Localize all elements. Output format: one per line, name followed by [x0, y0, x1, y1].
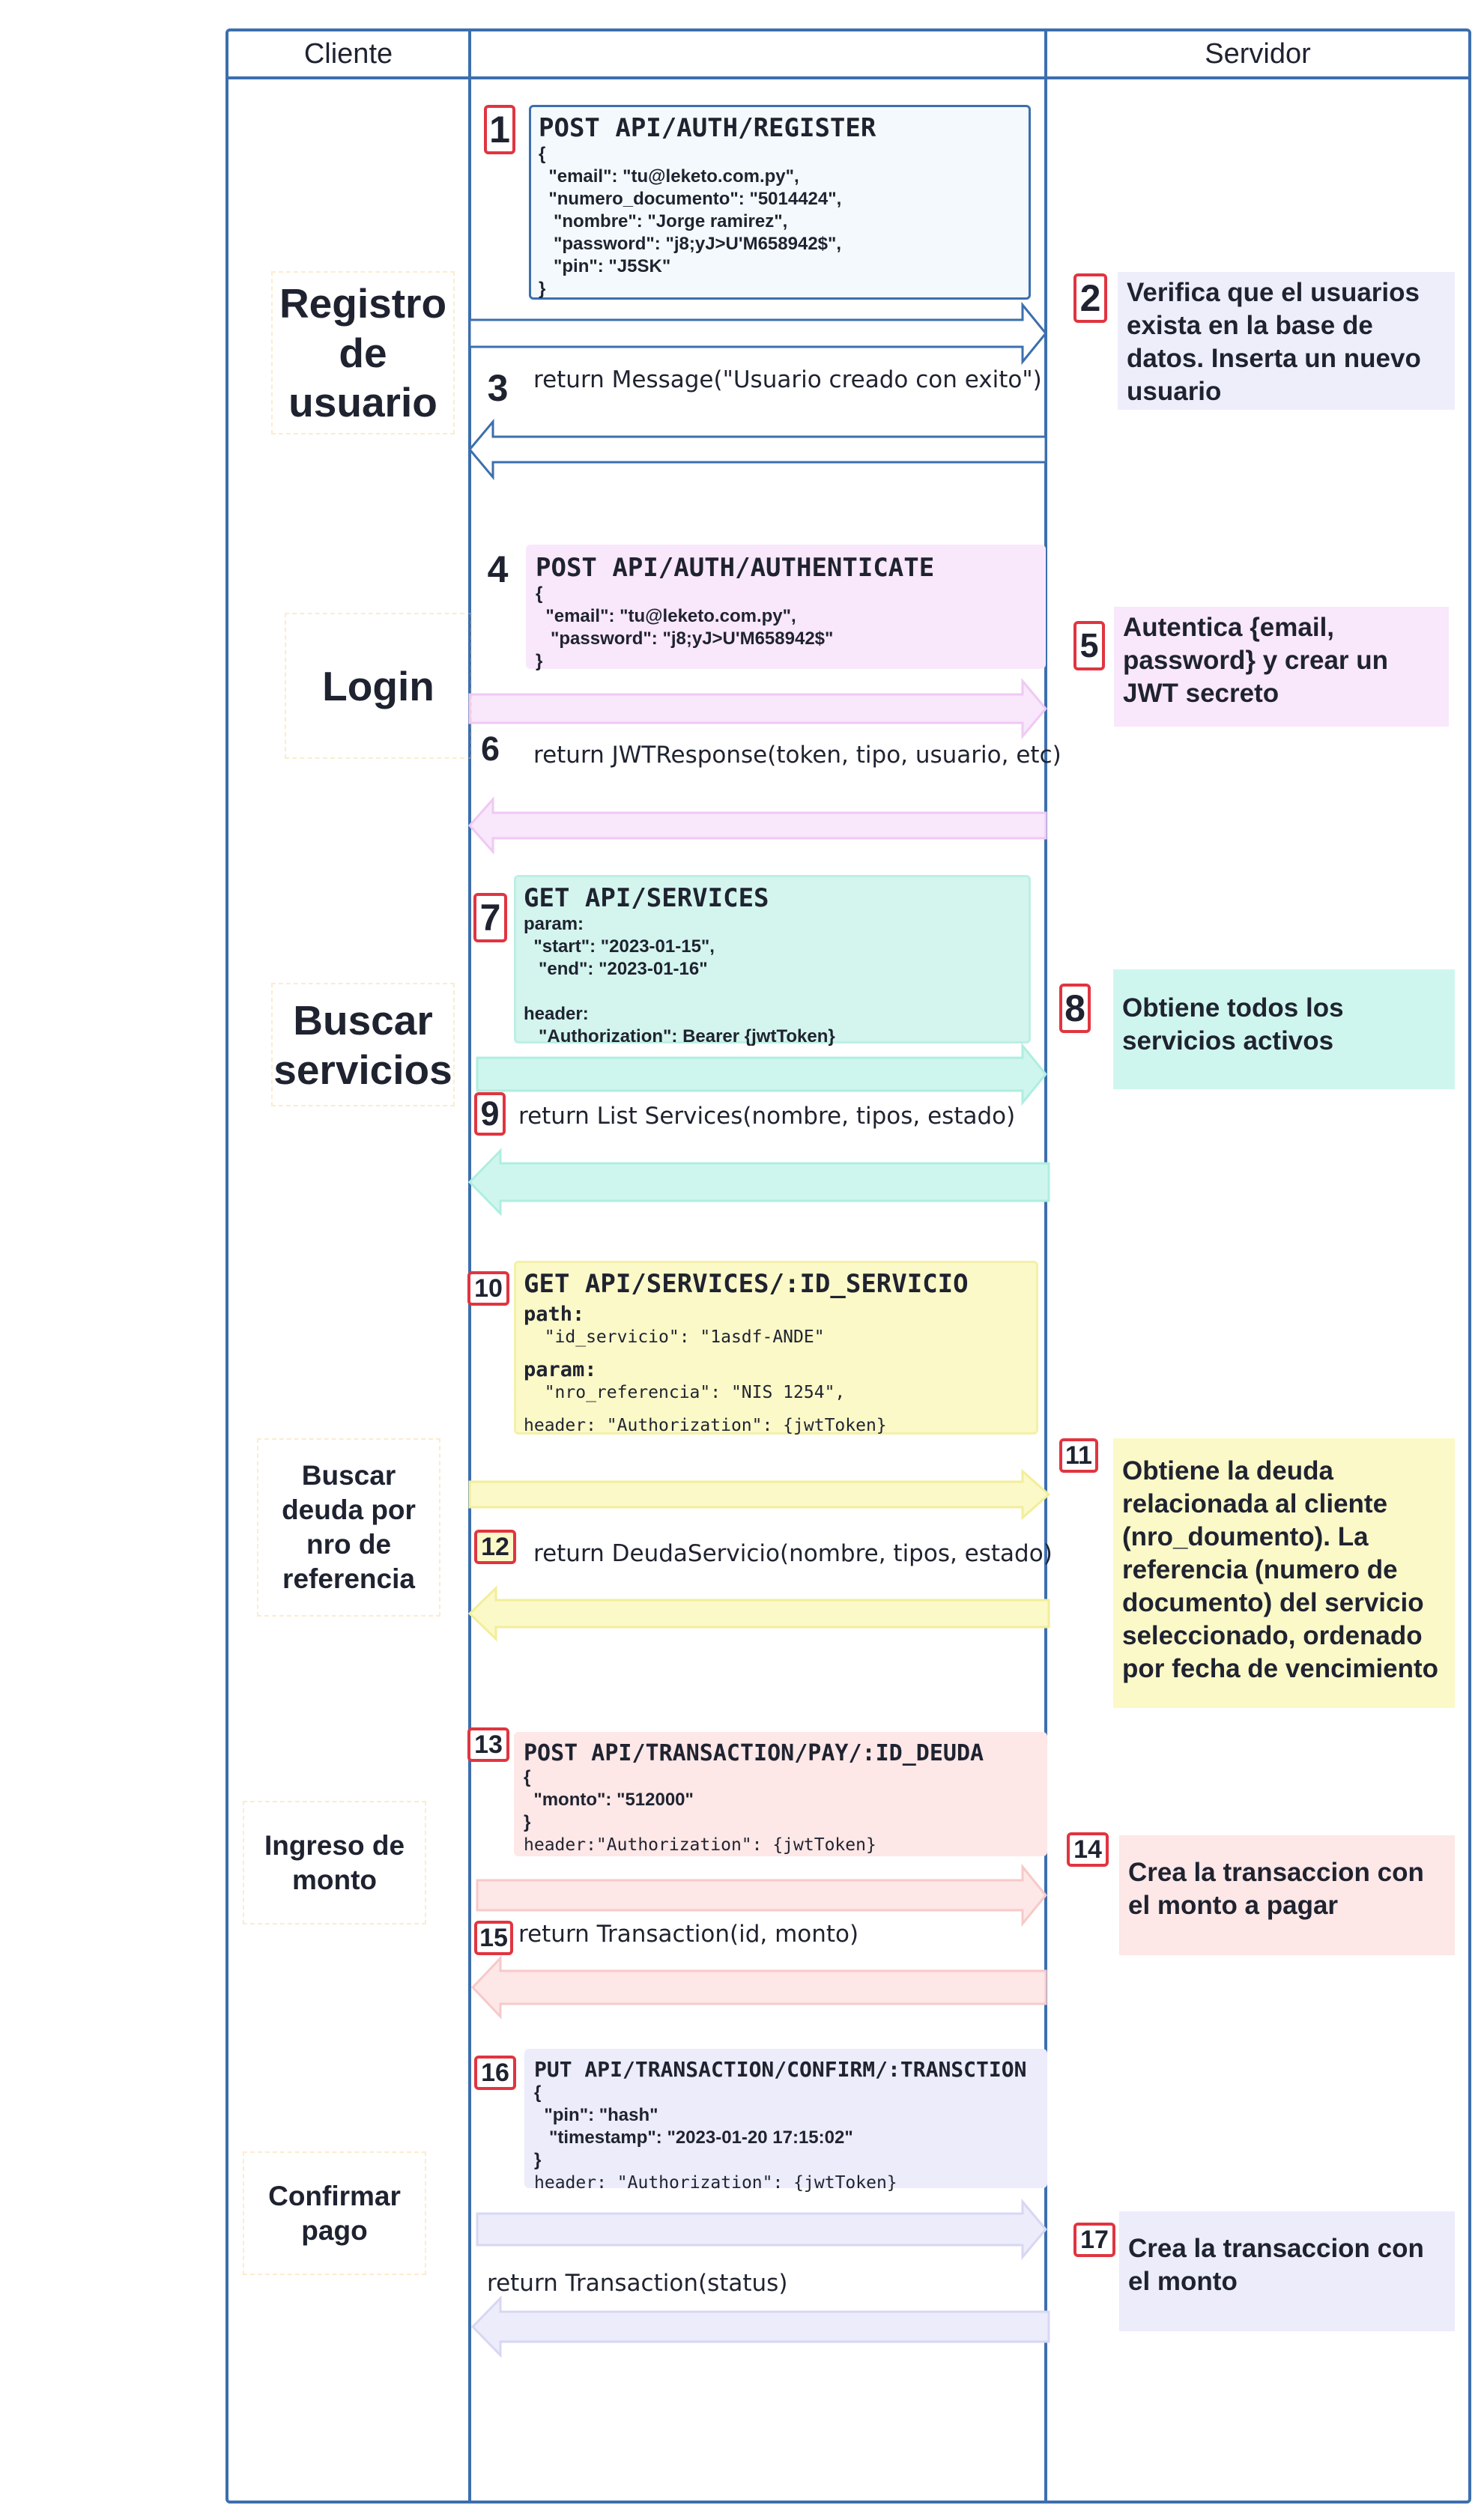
stage-label: Login: [322, 662, 434, 709]
step-number-15: 15: [474, 1921, 513, 1955]
header-server: Servidor: [1205, 38, 1311, 70]
request-arrow-7: [476, 1042, 1047, 1106]
request-method: GET API/SERVICES: [524, 883, 769, 913]
step-number-14: 14: [1067, 1832, 1109, 1867]
header-client: Cliente: [303, 38, 393, 70]
step-number-12: 12: [474, 1530, 516, 1564]
request-header: header: "Authorization": {jwtToken}: [524, 1416, 887, 1435]
server-note-2: Verifica que el usuarios exista en la ba…: [1118, 272, 1455, 410]
step-number-11: 11: [1059, 1438, 1098, 1473]
request-body: param: "start": "2023-01-15", "end": "20…: [524, 914, 835, 1047]
step-number-16: 16: [474, 2056, 516, 2090]
return-label-9: return List Services(nombre, tipos, esta…: [518, 1103, 1016, 1130]
stage-label: Buscar deuda por nro de referencia: [282, 1460, 416, 1594]
stage-ingreso-monto: Ingreso de monto: [243, 1801, 426, 1924]
step-number-8: 8: [1059, 984, 1091, 1033]
server-note-17: Crea la transaccion con el monto: [1119, 2211, 1455, 2331]
header-middle: [470, 30, 1046, 78]
server-note-11: Obtiene la deuda relacionada al cliente …: [1113, 1438, 1455, 1708]
step-number-1: 1: [484, 105, 515, 154]
stage-login: Login: [285, 613, 472, 759]
return-label-3: return Message("Usuario creado con exito…: [533, 366, 1042, 393]
step-number-7: 7: [473, 893, 507, 942]
stage-buscar-servicios: Buscar servicios: [271, 983, 455, 1106]
request-box-services: GET API/SERVICES param: "start": "2023-0…: [514, 875, 1031, 1047]
request-method: POST API/TRANSACTION/PAY/:ID_DEUDA: [524, 1740, 984, 1766]
request-body: { "email": "tu@leketo.com.py", "numero_d…: [539, 144, 842, 299]
request-method: GET API/SERVICES/:ID_SERVICIO: [524, 1269, 969, 1299]
request-method: PUT API/TRANSACTION/CONFIRM/:TRANSCTION: [534, 2057, 1027, 2082]
stage-label: Buscar servicios: [273, 996, 452, 1093]
step-number-17: 17: [1073, 2223, 1115, 2257]
request-arrow-13: [476, 1863, 1047, 1927]
request-body: { "monto": "512000" }: [524, 1767, 694, 1832]
step-number-6: 6: [473, 727, 507, 772]
return-arrow-12: [467, 1585, 1050, 1642]
return-label-12: return DeudaServicio(nombre, tipos, esta…: [533, 1540, 1053, 1567]
request-box-service-detail: GET API/SERVICES/:ID_SERVICIO path: "id_…: [514, 1261, 1038, 1435]
step-number-10: 10: [467, 1271, 509, 1306]
return-label-6: return JWTResponse(token, tipo, usuario,…: [533, 742, 1061, 769]
step-number-2: 2: [1073, 273, 1107, 323]
request-box-pay: POST API/TRANSACTION/PAY/:ID_DEUDA { "mo…: [514, 1732, 1047, 1856]
stage-confirmar-pago: Confirmar pago: [243, 2151, 426, 2275]
request-arrow-1: [468, 301, 1047, 366]
stage-buscar-deuda: Buscar deuda por nro de referencia: [257, 1438, 440, 1617]
request-path: "id_servicio": "1asdf-ANDE": [524, 1327, 825, 1347]
stage-label: Ingreso de monto: [264, 1829, 405, 1895]
request-box-register: POST API/AUTH/REGISTER { "email": "tu@le…: [529, 105, 1031, 300]
return-arrow-15: [470, 1955, 1047, 2020]
stage-label: Registro de usuario: [279, 280, 447, 425]
return-arrow-final: [470, 2295, 1050, 2358]
request-box-confirm: PUT API/TRANSACTION/CONFIRM/:TRANSCTION …: [524, 2049, 1047, 2193]
step-number-13: 13: [467, 1727, 509, 1762]
server-note-5: Autentica {email, password} y crear un J…: [1114, 607, 1449, 727]
request-method: POST API/AUTH/AUTHENTICATE: [536, 553, 935, 583]
step-number-9: 9: [474, 1092, 506, 1136]
request-body: { "pin": "hash" "timestamp": "2023-01-20…: [534, 2083, 853, 2170]
request-body: { "email": "tu@leketo.com.py", "password…: [536, 584, 834, 671]
request-box-authenticate: POST API/AUTH/AUTHENTICATE { "email": "t…: [526, 545, 1046, 671]
return-arrow-6: [467, 796, 1047, 855]
request-arrow-4: [468, 677, 1047, 740]
step-number-3: 3: [481, 363, 515, 413]
server-note-14: Crea la transaccion con el monto a pagar: [1119, 1835, 1455, 1955]
request-header: header: "Authorization": {jwtToken}: [534, 2173, 897, 2193]
stage-registro-usuario: Registro de usuario: [271, 271, 455, 434]
request-header: header:"Authorization": {jwtToken}: [524, 1835, 876, 1855]
return-label-15: return Transaction(id, monto): [518, 1921, 859, 1948]
request-method: POST API/AUTH/REGISTER: [539, 113, 876, 143]
stage-label: Confirmar pago: [268, 2180, 401, 2246]
return-arrow-3: [468, 418, 1047, 481]
step-number-5: 5: [1073, 621, 1105, 670]
return-label-final: return Transaction(status): [487, 2270, 788, 2297]
request-arrow-16: [476, 2198, 1047, 2261]
request-path-label: path:: [524, 1303, 585, 1326]
request-arrow-10: [468, 1468, 1051, 1521]
request-param: "nro_referencia": "NIS 1254",: [524, 1383, 846, 1402]
return-arrow-9: [467, 1148, 1050, 1217]
step-number-4: 4: [481, 545, 515, 594]
request-param-label: param:: [524, 1358, 597, 1381]
server-note-8: Obtiene todos los servicios activos: [1113, 969, 1455, 1089]
